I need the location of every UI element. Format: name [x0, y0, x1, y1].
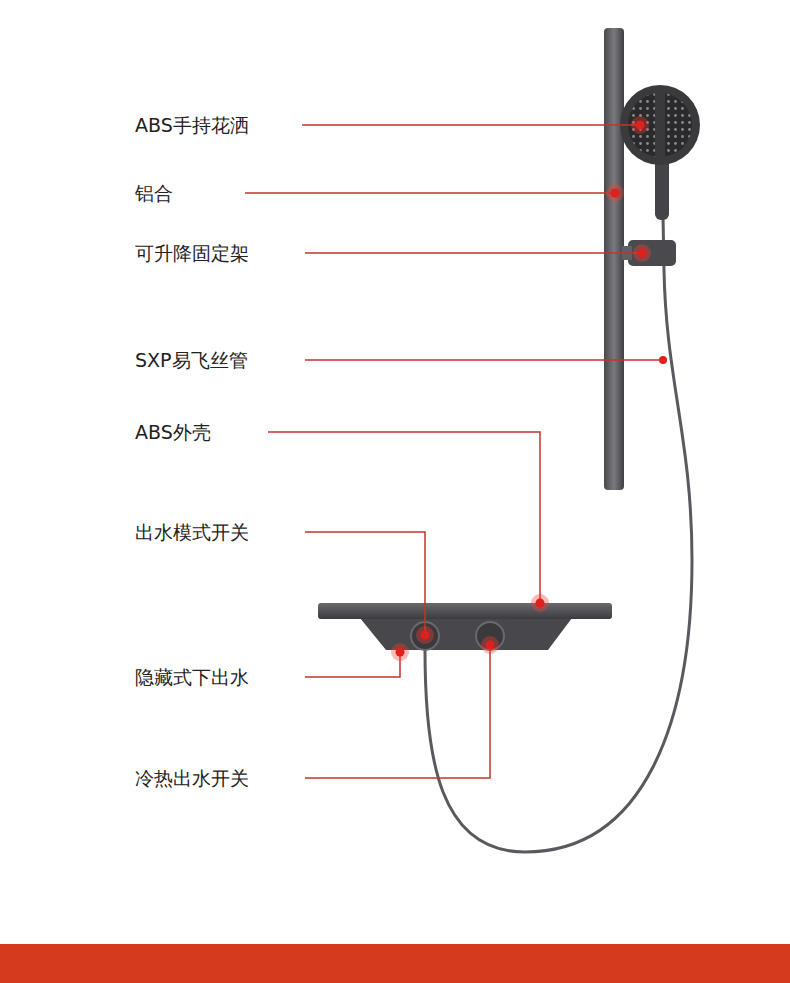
shower-face — [628, 93, 692, 157]
rail — [604, 28, 624, 490]
shower-divider — [655, 93, 665, 157]
hose — [425, 215, 692, 852]
mode-knob — [411, 622, 439, 650]
part-label: 隐藏式下出水 — [135, 666, 249, 689]
leader-lines — [245, 125, 663, 778]
part-label: 铝合 — [135, 182, 173, 205]
part-label: 可升降固定架 — [135, 242, 249, 265]
part-label: ABS外壳 — [135, 421, 211, 444]
callout-dots — [391, 116, 667, 661]
shelf-body — [360, 618, 572, 650]
bracket — [628, 240, 676, 266]
bottom-band — [0, 944, 790, 983]
part-label: ABS手持花洒 — [135, 114, 249, 137]
shower-head — [620, 85, 700, 165]
part-label: 冷热出水开关 — [135, 767, 249, 790]
shelf-top — [318, 603, 612, 619]
part-label: 出水模式开关 — [135, 521, 249, 544]
part-label: SXP易飞丝管 — [135, 349, 248, 372]
